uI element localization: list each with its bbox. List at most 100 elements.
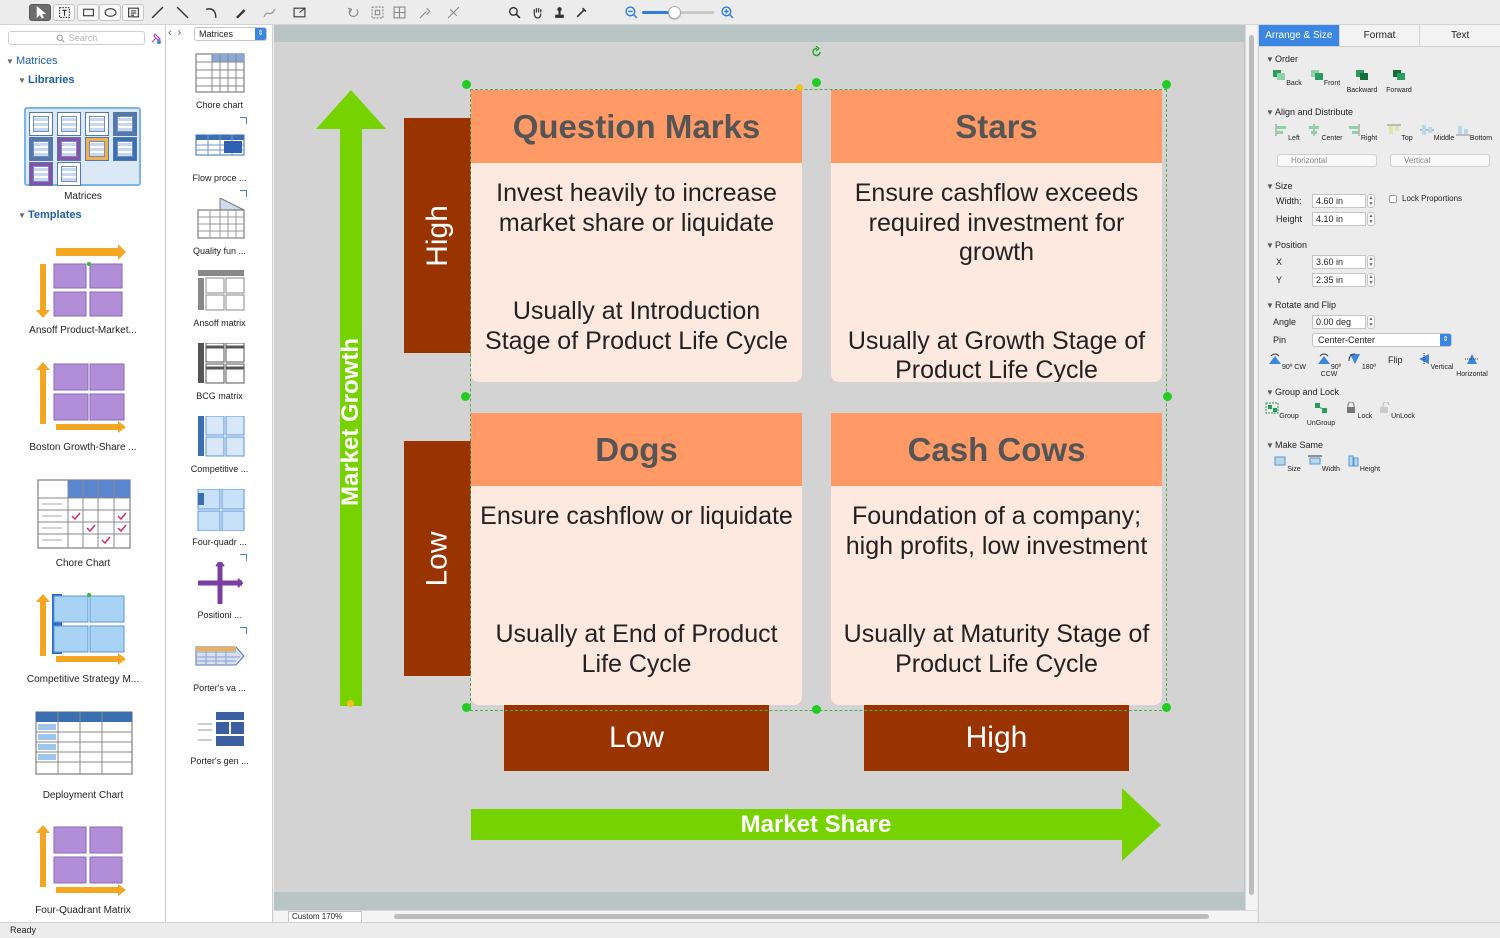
quadrant-cash-cows[interactable]: Cash Cows Foundation of a company; high …	[831, 413, 1162, 705]
resize-handle[interactable]	[461, 392, 470, 401]
pointer-tool-button[interactable]	[29, 4, 51, 21]
order-front-button[interactable]: Front	[1306, 69, 1344, 87]
rotate-180-button[interactable]: 180º	[1343, 353, 1381, 371]
height-field[interactable]: 4.10 in	[1312, 212, 1366, 226]
market-share-arrow[interactable]	[470, 787, 1164, 863]
x-stepper[interactable]: ▲▼	[1367, 255, 1375, 269]
lock-button[interactable]: Lock	[1339, 401, 1377, 420]
y-field[interactable]: 2.35 in	[1312, 273, 1366, 287]
align-bottom-button[interactable]: Bottom	[1455, 124, 1493, 142]
eyedropper-tool-button[interactable]	[572, 4, 590, 21]
ungroup-button[interactable]: UnGroup	[1302, 402, 1340, 427]
y-band-low[interactable]: Low	[404, 441, 472, 676]
quadrant-question-marks[interactable]: Question Marks Invest heavily to increas…	[471, 90, 802, 382]
flip-horizontal-button[interactable]: Horizontal	[1453, 353, 1491, 378]
market-growth-arrow[interactable]	[314, 89, 388, 709]
flip-vertical-button[interactable]: Vertical	[1416, 353, 1454, 371]
make-same-height-button[interactable]: Height	[1344, 455, 1382, 473]
tree-libraries[interactable]: ▼Libraries	[18, 74, 74, 86]
align-middle-button[interactable]: Middle	[1418, 124, 1456, 142]
library-nav-arrows[interactable]: ‹›	[168, 27, 188, 39]
rotate-flip-section[interactable]: ▼Rotate and Flip	[1266, 300, 1336, 310]
resize-handle[interactable]	[1162, 703, 1171, 712]
distribute-horizontal-select[interactable]: Horizontal	[1277, 154, 1377, 167]
rotate-90-ccw-button[interactable]: 90º CCW	[1310, 353, 1348, 378]
group-lock-section[interactable]: ▼Group and Lock	[1266, 387, 1339, 397]
order-section[interactable]: ▼Order	[1266, 54, 1298, 64]
chain-tool-button[interactable]	[368, 4, 386, 21]
make-same-width-button[interactable]: Width	[1305, 455, 1343, 473]
ellipse-tool-button[interactable]	[99, 4, 121, 21]
tab-arrange-size[interactable]: Arrange & Size	[1259, 25, 1340, 46]
control-handle[interactable]	[796, 84, 803, 91]
zoom-in-button[interactable]	[718, 4, 736, 21]
align-top-button[interactable]: Top	[1381, 124, 1419, 142]
resize-handle[interactable]	[812, 705, 821, 714]
tab-format[interactable]: Format	[1339, 25, 1421, 46]
x-band-high[interactable]: High	[864, 705, 1129, 771]
tree-tool-button[interactable]	[390, 4, 408, 21]
x-field[interactable]: 3.60 in	[1312, 255, 1366, 269]
freehand-tool-button[interactable]	[260, 4, 278, 21]
disconnect-button[interactable]	[444, 4, 462, 21]
quadrant-dogs[interactable]: Dogs Ensure cashflow or liquidate Usuall…	[471, 413, 802, 705]
resize-handle[interactable]	[462, 80, 471, 89]
angle-stepper[interactable]: ▲▼	[1367, 315, 1375, 329]
library-select[interactable]: Matrices ⇕	[194, 27, 267, 41]
order-back-button[interactable]: Back	[1268, 69, 1306, 87]
order-forward-button[interactable]: Forward	[1380, 69, 1418, 94]
position-section[interactable]: ▼Position	[1266, 240, 1307, 250]
rotate-90-cw-button[interactable]: 90º CW	[1268, 353, 1306, 371]
make-same-size-button[interactable]: Size	[1268, 455, 1306, 473]
align-section[interactable]: ▼Align and Distribute	[1266, 107, 1353, 117]
rotate-tool-button[interactable]	[344, 4, 362, 21]
text-block-tool-button[interactable]	[53, 4, 75, 21]
stamp-tool-button[interactable]	[550, 4, 568, 21]
make-same-section[interactable]: ▼Make Same	[1266, 440, 1323, 450]
library-manager-icon[interactable]	[149, 31, 163, 45]
align-right-button[interactable]: Right	[1343, 124, 1381, 142]
width-field[interactable]: 4.60 in	[1312, 194, 1366, 208]
note-tool-button[interactable]	[290, 4, 308, 21]
x-band-low[interactable]: Low	[504, 705, 769, 771]
angle-field[interactable]: 0.00 deg	[1312, 315, 1366, 329]
rotate-handle-icon[interactable]	[811, 46, 823, 58]
tree-templates[interactable]: ▼Templates	[18, 209, 82, 221]
align-center-button[interactable]: Center	[1306, 124, 1344, 142]
text-tool-button[interactable]	[122, 4, 144, 21]
connector-tool-button[interactable]	[173, 4, 191, 21]
height-stepper[interactable]: ▲▼	[1367, 212, 1375, 226]
zoom-tool-button[interactable]	[505, 4, 523, 21]
align-left-button[interactable]: Left	[1268, 124, 1306, 142]
pin-select[interactable]: Center-Center⇕	[1312, 333, 1452, 347]
zoom-slider-knob[interactable]	[668, 6, 681, 19]
control-handle[interactable]	[347, 700, 354, 707]
pan-tool-button[interactable]	[528, 4, 546, 21]
width-stepper[interactable]: ▲▼	[1367, 194, 1375, 208]
rectangle-tool-button[interactable]	[77, 4, 99, 21]
y-stepper[interactable]: ▲▼	[1367, 273, 1375, 287]
group-button[interactable]: Group	[1263, 402, 1301, 420]
unlock-button[interactable]: UnLock	[1377, 401, 1415, 420]
line-tool-button[interactable]	[148, 4, 166, 21]
resize-handle[interactable]	[1163, 392, 1172, 401]
zoom-out-button[interactable]	[622, 4, 640, 21]
smart-connector-button[interactable]	[416, 4, 434, 21]
quadrant-stars[interactable]: Stars Ensure cashflow exceeds required i…	[831, 90, 1162, 382]
arc-tool-button[interactable]	[202, 4, 220, 21]
distribute-vertical-select[interactable]: Vertical	[1390, 154, 1490, 167]
tree-root-matrices[interactable]: ▼Matrices	[6, 55, 58, 67]
tab-text[interactable]: Text	[1420, 25, 1500, 46]
drawing-page[interactable]: Market Growth Market Share High Low Low …	[274, 42, 1244, 892]
lock-proportions-checkbox[interactable]	[1389, 195, 1397, 203]
order-backward-button[interactable]: Backward	[1343, 69, 1381, 94]
size-section[interactable]: ▼Size	[1266, 181, 1293, 191]
matrices-library-thumbnail[interactable]	[24, 107, 141, 186]
search-field[interactable]: Search	[8, 31, 145, 45]
pen-tool-button[interactable]	[231, 4, 249, 21]
vertical-scrollbar[interactable]	[1245, 25, 1257, 910]
y-band-high[interactable]: High	[404, 118, 472, 353]
horizontal-scrollbar[interactable]	[394, 914, 1209, 919]
resize-handle[interactable]	[812, 78, 821, 87]
drawing-canvas[interactable]: Market Growth Market Share High Low Low …	[274, 25, 1257, 910]
